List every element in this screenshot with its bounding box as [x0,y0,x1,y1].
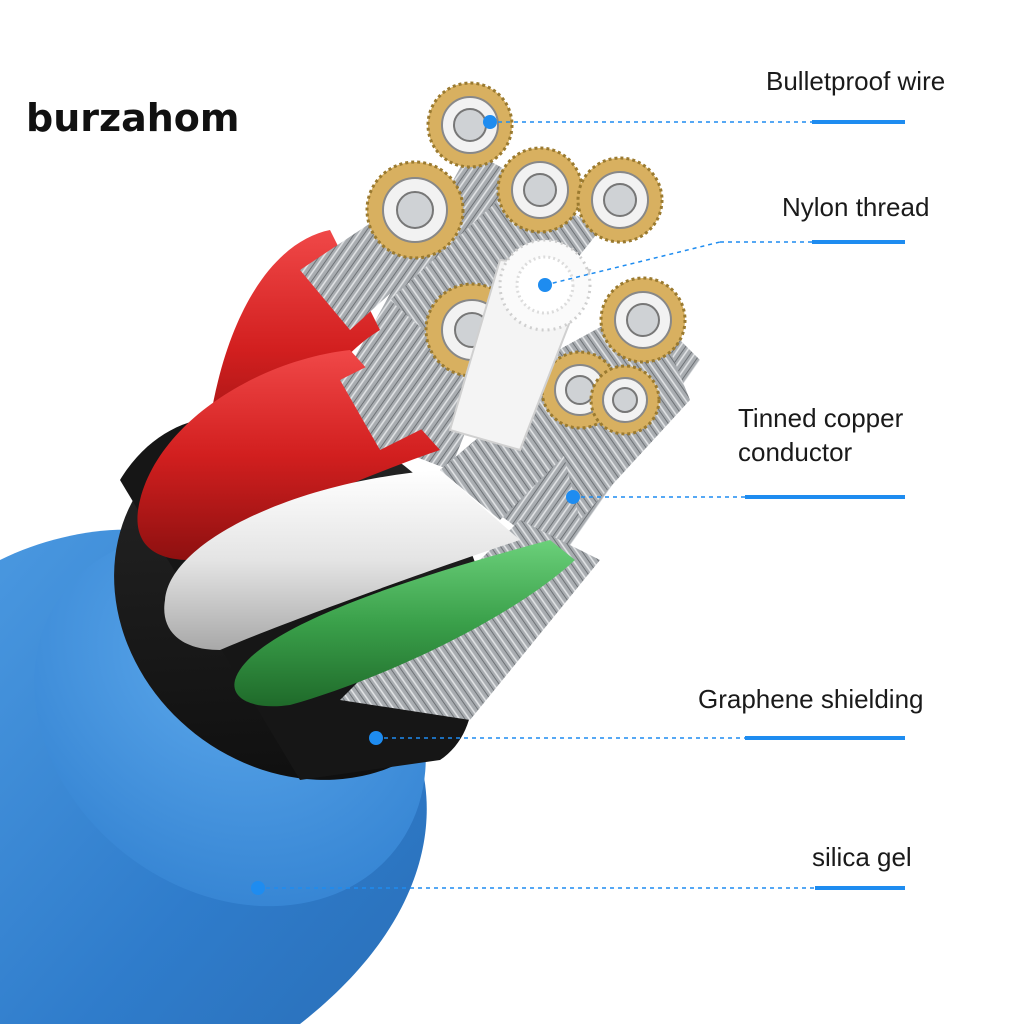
callout-dot-bulletproof [483,115,497,129]
nylon-thread-bundle [448,238,592,452]
brand-logo: burzahom [26,96,240,140]
callout-leaders [258,120,905,890]
callout-dot-tinned [566,490,580,504]
label-silica-gel: silica gel [812,842,912,872]
green-insulated-core [234,540,575,707]
tinned-copper-wire-ends [365,81,687,436]
callout-dot-nylon [538,278,552,292]
callout-dots [251,115,580,895]
label-tinned-copper-conductor: Tinned copper conductor [738,403,904,467]
callout-dot-graphene [369,731,383,745]
white-insulated-core [164,470,520,650]
label-nylon-thread: Nylon thread [782,192,930,222]
callout-dot-silica [251,881,265,895]
label-graphene-shielding: Graphene shielding [698,684,924,714]
label-bulletproof-wire: Bulletproof wire [766,66,946,96]
